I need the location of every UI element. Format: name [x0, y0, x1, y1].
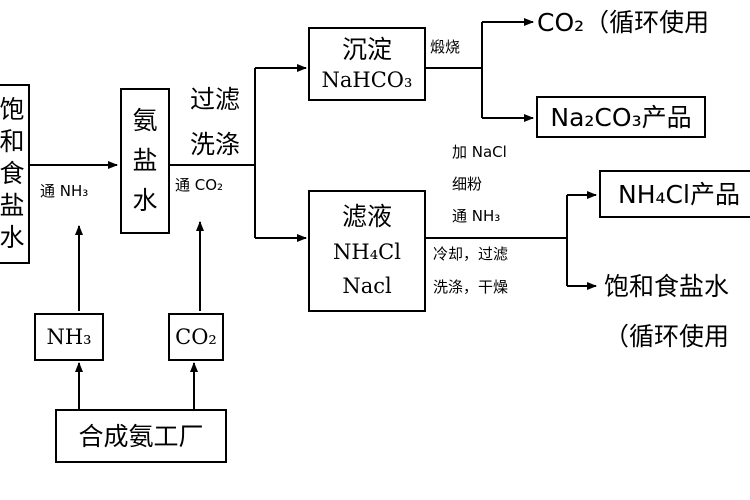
brine-output-text: 饱和食盐水	[604, 272, 730, 301]
label-pass-co2: 通 CO₂	[175, 176, 224, 194]
nh4cl-label: NH₄Cl产品	[618, 179, 740, 209]
label-filter: 过滤	[190, 85, 241, 114]
filtrate-label: 滤液	[341, 202, 392, 231]
co2-box: CO₂	[168, 313, 224, 361]
ammonia-brine-char: 水	[132, 186, 158, 215]
nh3-box: NH₃	[34, 313, 104, 361]
co2-recycle-text: CO₂（循环使用	[537, 8, 710, 37]
label-add-nacl: 加 NaCl	[452, 143, 507, 161]
na2co3-label: Na₂CO₃产品	[550, 102, 692, 132]
precipitate-formula: NaHCO₃	[321, 68, 413, 92]
label-pass-nh3-2: 通 NH₃	[452, 207, 501, 225]
plant-label: 合成氨工厂	[78, 421, 204, 451]
ammonia-plant-box: 合成氨工厂	[55, 409, 227, 463]
nh4cl-product-box: NH₄Cl产品	[599, 170, 750, 218]
brine-char: 饱	[0, 95, 25, 124]
ammonia-brine-char: 氨	[132, 106, 158, 135]
brine-char: 食	[0, 159, 25, 188]
label-cool-filter: 冷却，过滤	[433, 245, 509, 263]
nh3-label: NH₃	[46, 324, 92, 349]
precipitate-label: 沉淀	[341, 35, 392, 64]
ammonia-brine-box: 氨 盐 水	[120, 88, 170, 234]
filtrate-box: 滤液 NH₄Cl Nacl	[308, 190, 426, 312]
na2co3-product-box: Na₂CO₃产品	[536, 96, 706, 138]
co2-label: CO₂	[175, 324, 217, 349]
brine-char: 盐	[0, 191, 25, 220]
brine-input-box: 饱 和 食 盐 水	[0, 84, 30, 264]
filtrate-nacl: Nacl	[342, 274, 392, 298]
ammonia-brine-char: 盐	[132, 146, 158, 175]
label-wash-dry: 洗涤，干燥	[433, 278, 509, 296]
label-wash: 洗涤	[190, 130, 241, 159]
label-calcine: 煅烧	[430, 38, 461, 56]
label-pass-nh3: 通 NH₃	[40, 182, 89, 200]
precipitate-box: 沉淀 NaHCO₃	[308, 27, 426, 101]
brine-char: 和	[0, 127, 25, 156]
filtrate-nh4cl: NH₄Cl	[333, 240, 401, 264]
label-fine-powder: 细粉	[452, 175, 483, 193]
brine-char: 水	[0, 223, 25, 252]
recycle-note-text: （循环使用	[604, 322, 730, 351]
